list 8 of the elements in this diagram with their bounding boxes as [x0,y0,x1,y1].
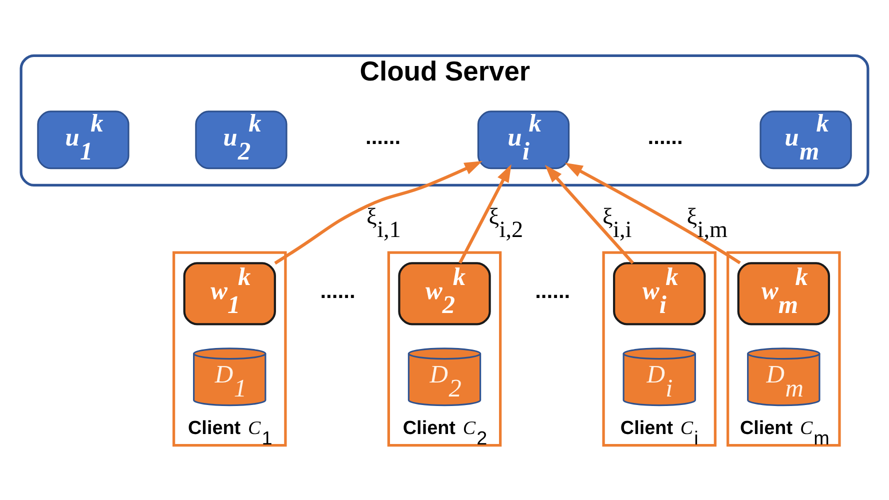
label: ...... [648,126,683,149]
arrow [274,160,482,264]
label: ...... [535,279,570,302]
label: ...... [320,279,356,302]
arrow [544,164,634,264]
label: ...... [366,126,401,149]
arrow [458,164,512,264]
arrow [564,162,741,264]
